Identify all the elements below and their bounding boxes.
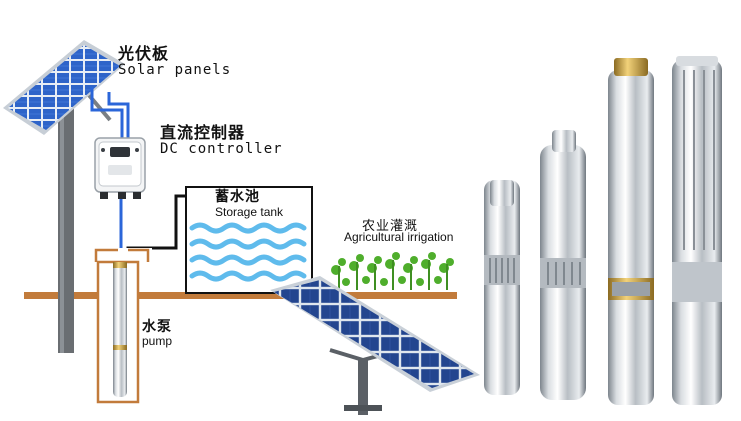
storage-tank-icon bbox=[185, 186, 332, 294]
solar-panel-label-cn: 光伏板 bbox=[118, 44, 170, 63]
tank-label-en: Storage tank bbox=[215, 205, 284, 219]
solar-panel-label-en: Solar panels bbox=[118, 62, 232, 78]
product-pump-3 bbox=[608, 58, 654, 405]
product-pump-4 bbox=[672, 56, 722, 405]
controller-label-en: DC controller bbox=[160, 141, 283, 157]
pump-label-en: pump bbox=[142, 334, 173, 348]
product-pump-1 bbox=[484, 180, 520, 395]
pump-icon bbox=[113, 262, 127, 397]
panel-wires bbox=[90, 87, 130, 138]
solar-array-icon bbox=[270, 276, 480, 415]
solar-panel-icon bbox=[3, 40, 125, 135]
irrigation-label-cn: 农业灌溉 bbox=[362, 219, 419, 234]
ground-pipe bbox=[24, 292, 457, 299]
tank-label-cn: 蓄水池 bbox=[215, 189, 260, 205]
irrigation-label-en: Agricultural irrigation bbox=[344, 230, 454, 244]
product-pump-2 bbox=[540, 130, 586, 400]
pump-label-cn: 水泵 bbox=[142, 319, 172, 335]
plants-icon bbox=[331, 252, 454, 290]
dc-controller-icon bbox=[94, 137, 146, 199]
controller-label-cn: 直流控制器 bbox=[160, 123, 246, 142]
